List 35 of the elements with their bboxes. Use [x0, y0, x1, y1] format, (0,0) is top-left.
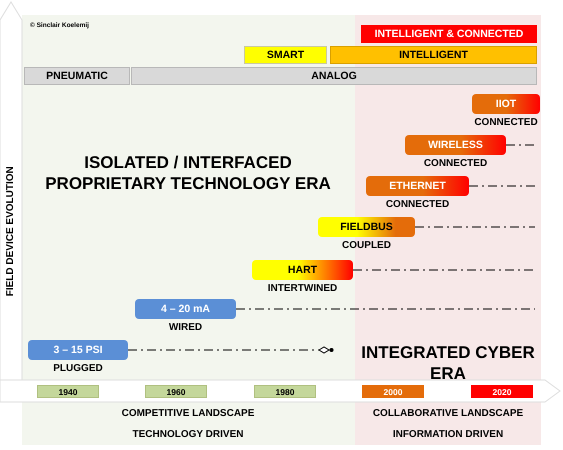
technology-box: IIOT [472, 94, 540, 114]
year-box: 1980 [254, 385, 316, 398]
technology-box: 3 – 15 PSI [28, 340, 128, 360]
era-band: INTELLIGENT [330, 46, 537, 64]
technology-box: FIELDBUS [318, 217, 415, 237]
axis-label: FIELD DEVICE EVOLUTION [4, 165, 17, 298]
caption-text: COUPLED [341, 240, 392, 251]
era-band: PNEUMATIC [24, 67, 130, 85]
caption-text: CONNECTED [384, 199, 450, 210]
technology-box: 4 – 20 mA [135, 299, 236, 319]
driver-text: INFORMATION DRIVEN [392, 429, 504, 442]
caption-text: CONNECTED [473, 117, 539, 128]
landscape-text: COLLABORATIVE LANDSCAPE [372, 408, 524, 420]
era-title: ISOLATED / INTERFACED PROPRIETARY TECHNOLOGY ERA [44, 152, 332, 194]
year-box: 2000 [362, 385, 424, 398]
caption-text: CONNECTED [422, 158, 488, 169]
landscape-text: COMPETITIVE LANDSCAPE [120, 408, 256, 420]
dash-dot-line [506, 144, 536, 146]
year-box: 1960 [145, 385, 207, 398]
era-title: INTEGRATED CYBER ERA [360, 342, 536, 384]
dash-dot-line [236, 308, 536, 310]
caption-text: PLUGGED [52, 363, 104, 374]
technology-box: HART [252, 260, 353, 280]
caption-text: WIRED [168, 322, 204, 333]
era-band: SMART [244, 46, 327, 64]
year-box: 1940 [37, 385, 99, 398]
year-box: 2020 [471, 385, 533, 398]
technology-box: WIRELESS [405, 135, 506, 155]
connector-line-with-diamond [128, 346, 334, 354]
caption-text: INTERTWINED [266, 283, 338, 294]
driver-text: TECHNOLOGY DRIVEN [132, 429, 244, 442]
technology-box: ETHERNET [366, 176, 469, 196]
dash-dot-line [414, 226, 536, 228]
era-band: ANALOG [131, 67, 537, 85]
era-band: INTELLIGENT & CONNECTED [361, 25, 537, 43]
